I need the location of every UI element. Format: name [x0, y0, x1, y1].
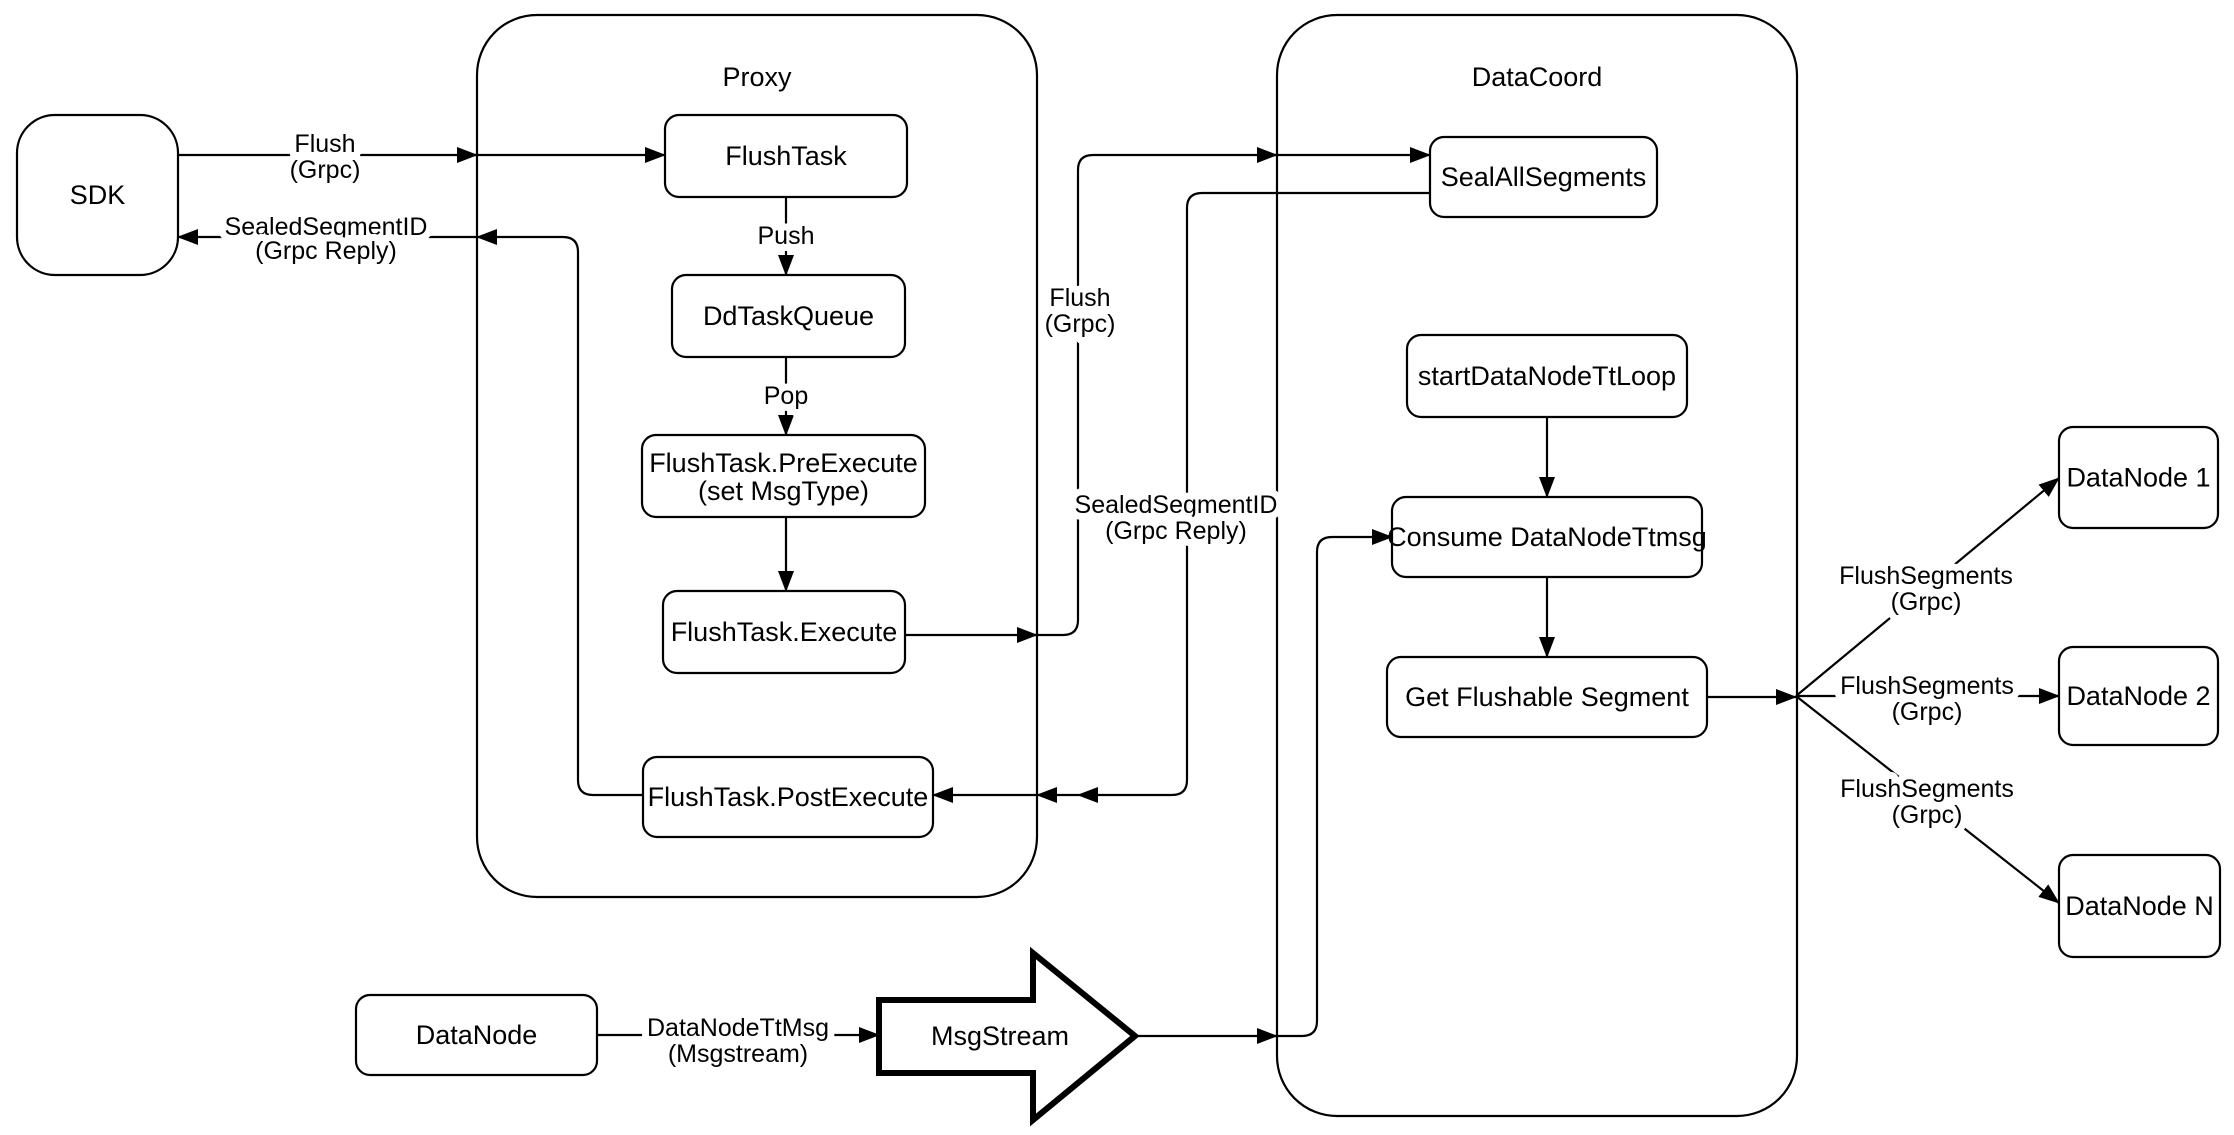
edge-label-line: FlushSegments: [1840, 672, 2014, 700]
node-get-flushable-segment: [1385, 655, 1709, 739]
edge-label-line: FlushSegments: [1839, 562, 2013, 590]
node-label-flush-task-execute: FlushTask.Execute: [671, 617, 898, 647]
container-proxy: [475, 13, 1039, 899]
edge-label-line: DataNodeTtMsg: [647, 1014, 829, 1042]
node-label-consume-data-node-ttmsg: Consume DataNodeTtmsg: [1387, 522, 1707, 552]
node-seal-all-segments: [1428, 135, 1659, 219]
node-flush-task-pre-execute: [640, 433, 927, 519]
node-label-seal-all-segments: SealAllSegments: [1441, 162, 1647, 192]
node-label-data-node-1: DataNode 1: [2066, 463, 2210, 493]
edge-fan-to-datanoden: [1795, 695, 2060, 904]
edge-label-line: (Grpc): [1892, 801, 1963, 829]
node-label-line: DdTaskQueue: [703, 301, 874, 331]
edge-postexecute-to-sdk-a: [476, 229, 643, 797]
msgstream-label: MsgStream: [931, 1021, 1069, 1051]
node-label-line: DataNode: [416, 1020, 538, 1050]
edge-label-line: (Grpc Reply): [1105, 517, 1247, 545]
node-label-line: FlushTask: [725, 141, 847, 171]
node-start-data-node-tt-loop: [1405, 333, 1689, 419]
edge-label-sealed-segment-id-mid: SealedSegmentID(Grpc Reply): [1075, 491, 1278, 545]
node-consume-data-node-ttmsg: [1390, 495, 1704, 579]
node-label-flush-task: FlushTask: [725, 141, 847, 171]
edge-label-flush-grpc-sdk: Flush(Grpc): [290, 130, 361, 184]
msgstream-arrow-shape: [876, 946, 1140, 1127]
edge-label-line: SealedSegmentID: [1075, 491, 1278, 519]
node-label-flush-task-post-execute: FlushTask.PostExecute: [648, 782, 929, 812]
container-datacoord: [1275, 13, 1799, 1118]
node-label-sdk: SDK: [70, 180, 126, 210]
node-data-node: [354, 993, 599, 1077]
edge-label-line: Flush: [294, 130, 355, 158]
node-label-line: Get Flushable Segment: [1405, 682, 1689, 712]
node-label-line: (set MsgType): [698, 476, 869, 506]
edge-label-line: (Grpc): [1045, 310, 1116, 338]
node-label-dd-task-queue: DdTaskQueue: [703, 301, 874, 331]
node-label-line: FlushTask.PreExecute: [649, 448, 918, 478]
node-label-line: DataNode 1: [2066, 463, 2210, 493]
container-title-proxy: Proxy: [722, 62, 792, 92]
node-label-get-flushable-segment: Get Flushable Segment: [1405, 682, 1689, 712]
node-label-line: Consume DataNodeTtmsg: [1387, 522, 1707, 552]
edge-label-push: Push: [758, 222, 815, 250]
edge-fan-to-datanode1: [1795, 477, 2060, 697]
edge-label-line: Flush: [1049, 284, 1110, 312]
edge-label-flush-segments-2: FlushSegments(Grpc): [1840, 672, 2014, 726]
edge-label-line: (Grpc Reply): [255, 237, 397, 265]
edge-label-sealed-segment-id-sdk: SealedSegmentID(Grpc Reply): [225, 213, 428, 265]
node-label-line: DataNode N: [2065, 891, 2214, 921]
edge-label-line: (Grpc): [1891, 588, 1962, 616]
node-flush-task-execute: [661, 589, 907, 675]
edge-label-line: (Msgstream): [668, 1040, 808, 1068]
edge-label-data-node-tt-msg: DataNodeTtMsg(Msgstream): [647, 1014, 829, 1068]
node-data-node-1: [2057, 425, 2220, 530]
container-title-datacoord: DataCoord: [1472, 62, 1603, 92]
node-data-node-n: [2057, 853, 2222, 959]
node-label-line: FlushTask.Execute: [671, 617, 898, 647]
edge-label-pop: Pop: [764, 382, 808, 410]
edge-label-line: (Grpc): [290, 156, 361, 184]
edge-label-flush-segments-3: FlushSegments(Grpc): [1840, 775, 2014, 829]
node-label-line: DataNode 2: [2066, 681, 2210, 711]
node-label-line: SealAllSegments: [1441, 162, 1647, 192]
edge-label-line: (Grpc): [1892, 698, 1963, 726]
edge-label-flush-grpc-mid: Flush(Grpc): [1045, 284, 1116, 338]
node-label-data-node: DataNode: [416, 1020, 538, 1050]
node-label-line: FlushTask.PostExecute: [648, 782, 929, 812]
node-label-data-node-2: DataNode 2: [2066, 681, 2210, 711]
edge-msgstream-to-consume: [1277, 529, 1393, 1038]
node-flush-task-post-execute: [641, 755, 935, 839]
node-label-line: SDK: [70, 180, 126, 210]
edge-label-line: FlushSegments: [1840, 775, 2014, 803]
node-sdk: [15, 113, 180, 277]
edge-execute-to-datacoord: [1037, 147, 1278, 637]
node-dd-task-queue: [670, 273, 907, 359]
edge-label-flush-segments-1: FlushSegments(Grpc): [1839, 562, 2013, 616]
edge-label-line: Pop: [764, 382, 808, 410]
node-label-start-data-node-tt-loop: startDataNodeTtLoop: [1418, 361, 1676, 391]
node-flush-task: [663, 113, 909, 199]
node-label-data-node-n: DataNode N: [2065, 891, 2214, 921]
node-label-flush-task-pre-execute: FlushTask.PreExecute(set MsgType): [649, 448, 918, 506]
node-label-line: startDataNodeTtLoop: [1418, 361, 1676, 391]
edge-label-line: Push: [758, 222, 815, 250]
node-data-node-2: [2057, 645, 2220, 747]
edge-sealall-return: [1077, 191, 1430, 803]
